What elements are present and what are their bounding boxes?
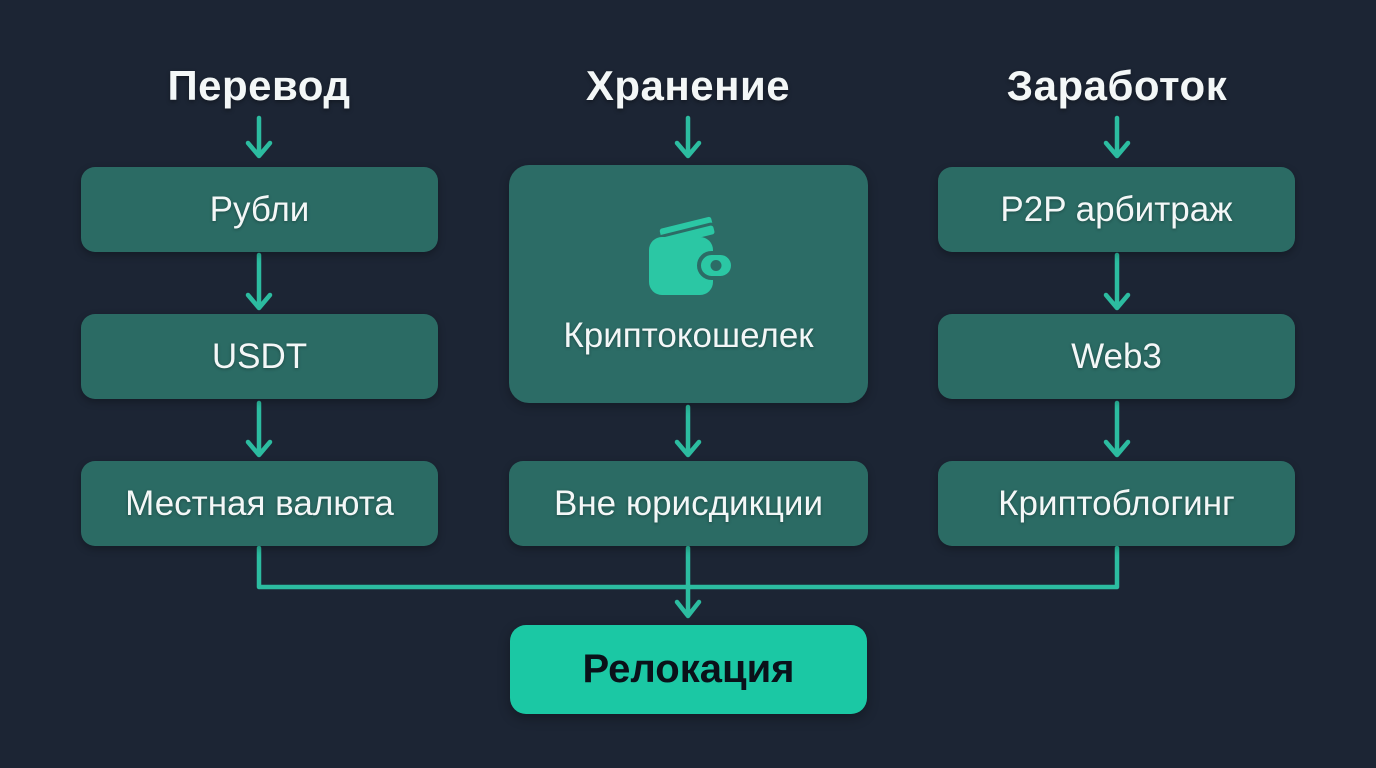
arrow-transfer-down xyxy=(245,115,273,159)
merge-connector-line xyxy=(256,545,1120,590)
box-cryptoblogging-label: Криптоблогинг xyxy=(998,483,1235,523)
box-local-currency-label: Местная валюта xyxy=(125,483,394,523)
box-p2p-arbitrage: P2P арбитраж xyxy=(938,167,1295,252)
box-outside-jurisdiction: Вне юрисдикции xyxy=(509,461,868,546)
box-usdt: USDT xyxy=(81,314,438,399)
box-web3: Web3 xyxy=(938,314,1295,399)
box-p2p-arbitrage-label: P2P арбитраж xyxy=(1000,189,1233,229)
box-crypto-wallet-label: Криптокошелек xyxy=(563,315,814,355)
box-relocation-label: Релокация xyxy=(582,647,795,691)
column-header-storage: Хранение xyxy=(585,62,791,109)
box-rubles: Рубли xyxy=(81,167,438,252)
box-rubles-label: Рубли xyxy=(209,189,310,229)
arrow-p2p-to-web3 xyxy=(1103,252,1131,311)
box-local-currency: Местная валюта xyxy=(81,461,438,546)
wallet-icon xyxy=(639,213,739,306)
column-header-transfer: Перевод xyxy=(167,62,351,109)
box-web3-label: Web3 xyxy=(1071,336,1162,376)
box-crypto-wallet: Криптокошелек xyxy=(509,165,868,403)
arrow-storage-down xyxy=(674,115,702,159)
arrow-rubles-to-usdt xyxy=(245,252,273,311)
arrow-web3-to-blog xyxy=(1103,400,1131,458)
arrow-earnings-down xyxy=(1103,115,1131,159)
box-relocation: Релокация xyxy=(510,625,867,714)
arrow-wallet-to-jurisdiction xyxy=(674,404,702,458)
arrow-merge-to-relocation xyxy=(674,545,702,619)
column-header-earnings: Заработок xyxy=(1006,62,1228,109)
box-usdt-label: USDT xyxy=(211,336,308,376)
box-cryptoblogging: Криптоблогинг xyxy=(938,461,1295,546)
box-outside-jurisdiction-label: Вне юрисдикции xyxy=(553,483,824,523)
arrow-usdt-to-local xyxy=(245,400,273,458)
